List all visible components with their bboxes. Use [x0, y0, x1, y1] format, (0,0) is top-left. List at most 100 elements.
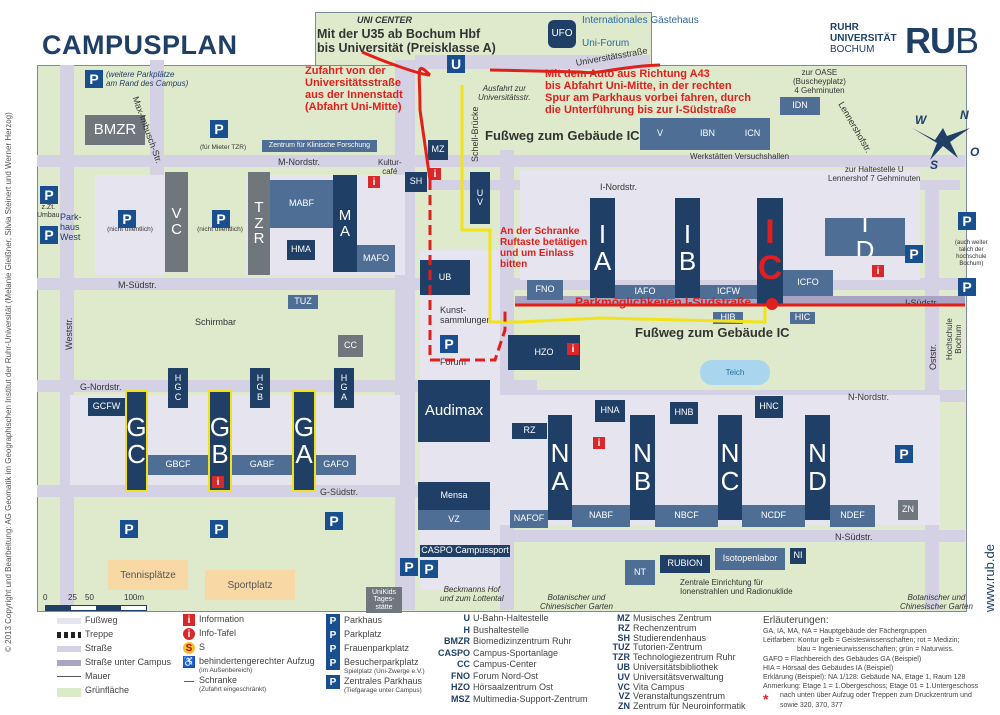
- building-ufo[interactable]: UFO: [548, 20, 576, 48]
- building-hnb[interactable]: HNB: [670, 402, 698, 424]
- legend-swatch: [57, 688, 81, 697]
- building-mabf[interactable]: MABF: [270, 180, 333, 228]
- building-zn[interactable]: ZN: [898, 500, 918, 520]
- building-nabf[interactable]: NABF: [572, 505, 630, 527]
- information-icon[interactable]: i: [212, 476, 224, 488]
- information-icon[interactable]: i: [593, 437, 605, 449]
- building-ndef[interactable]: NDEF: [830, 505, 875, 527]
- building-mafo[interactable]: MAFO: [357, 245, 395, 272]
- parking-icon[interactable]: P: [400, 558, 418, 576]
- building-audimax[interactable]: Audimax: [418, 380, 490, 442]
- building-ub[interactable]: UB: [420, 260, 470, 295]
- building-hzo[interactable]: HZO: [508, 335, 580, 370]
- building-icfw[interactable]: ICFW: [700, 285, 757, 299]
- parking-icon[interactable]: P: [958, 278, 976, 296]
- parking-icon[interactable]: P: [325, 512, 343, 530]
- fussweg-note: Fußweg zum Gebäude IC: [635, 325, 790, 340]
- parking-icon[interactable]: P: [958, 212, 976, 230]
- building-tuz[interactable]: TUZ: [288, 295, 318, 309]
- building-ibn[interactable]: IBN: [680, 118, 735, 150]
- building-bmzr[interactable]: BMZR: [85, 115, 145, 145]
- building-nafof[interactable]: NAFOF: [510, 510, 548, 528]
- parking-icon[interactable]: P: [85, 70, 103, 88]
- website-link[interactable]: www.rub.de: [982, 544, 997, 612]
- information-icon[interactable]: i: [872, 265, 884, 277]
- building-hnc[interactable]: HNC: [755, 396, 783, 418]
- building-hma[interactable]: HMA: [287, 240, 315, 260]
- building-v[interactable]: V: [640, 118, 680, 150]
- building-ni[interactable]: NI: [790, 548, 806, 564]
- building-icn[interactable]: ICN: [735, 118, 770, 150]
- building-hna[interactable]: HNA: [595, 400, 625, 422]
- building-sh[interactable]: SH: [405, 172, 427, 192]
- parking-icon[interactable]: P: [40, 186, 58, 204]
- building-isotopenlabor[interactable]: Isotopenlabor: [715, 548, 785, 570]
- parking-icon[interactable]: P: [420, 560, 438, 578]
- building-nt[interactable]: NT: [625, 560, 655, 585]
- building-caspo[interactable]: CASPO Campussport: [420, 545, 510, 557]
- street-m-nord: M-Nordstr.: [278, 157, 321, 167]
- building-iafo[interactable]: IAFO: [615, 285, 675, 299]
- building-rz[interactable]: RZ: [512, 423, 547, 439]
- building-mz[interactable]: MZ: [428, 140, 448, 160]
- parking-icon[interactable]: P: [40, 226, 58, 244]
- legend-sub: (im Außenbereich): [199, 666, 253, 674]
- klinische-forschung[interactable]: Zentrum für Klinische Forschung: [262, 140, 377, 152]
- abbr-key: BMZR: [444, 636, 470, 646]
- parking-icon[interactable]: P: [212, 210, 230, 228]
- building-gcfw[interactable]: GCFW: [88, 398, 125, 416]
- parking-icon[interactable]: P: [440, 335, 458, 353]
- u-bahn-icon[interactable]: U: [447, 55, 465, 73]
- legend-symbol-item: behindertengerechter Aufzug(im Außenbere…: [199, 656, 315, 674]
- parking-icon[interactable]: P: [210, 120, 228, 138]
- building-mensa[interactable]: Mensa: [418, 482, 490, 510]
- building-vz[interactable]: VZ: [418, 510, 490, 530]
- abbr-value: U-Bahn-Haltestelle: [473, 613, 549, 623]
- parking-icon[interactable]: P: [905, 245, 923, 263]
- building-rubion[interactable]: RUBION: [660, 555, 710, 573]
- parking-icon[interactable]: P: [210, 520, 228, 538]
- building-nbcf[interactable]: NBCF: [655, 505, 718, 527]
- parking-icon[interactable]: P: [120, 520, 138, 538]
- parking-icon[interactable]: P: [118, 210, 136, 228]
- building-gbcf[interactable]: GBCF: [148, 455, 208, 475]
- building-fno[interactable]: FNO: [527, 280, 563, 300]
- building-cc[interactable]: CC: [338, 335, 363, 357]
- information-icon[interactable]: i: [567, 343, 579, 355]
- building-gafo[interactable]: GAFO: [316, 455, 356, 475]
- explanations-title: Erläuterungen:: [763, 615, 829, 626]
- building-icfo[interactable]: ICFO: [783, 270, 833, 296]
- information-icon[interactable]: i: [429, 168, 441, 180]
- car-route-a43: [489, 63, 661, 75]
- road-under-campus: [515, 296, 965, 306]
- explanation-line: GA, IA, MA, NA = Hauptgebäude der Fächer…: [763, 628, 927, 635]
- building-gabf[interactable]: GABF: [232, 455, 292, 475]
- parking-icon[interactable]: P: [895, 445, 913, 463]
- logo-ru: RU: [905, 20, 956, 61]
- building-ncdf[interactable]: NCDF: [742, 505, 805, 527]
- building-hic[interactable]: HIC: [790, 312, 815, 324]
- abbr-key: FNO: [451, 670, 470, 681]
- building-idn[interactable]: IDN: [780, 97, 820, 115]
- information-icon[interactable]: i: [368, 176, 380, 188]
